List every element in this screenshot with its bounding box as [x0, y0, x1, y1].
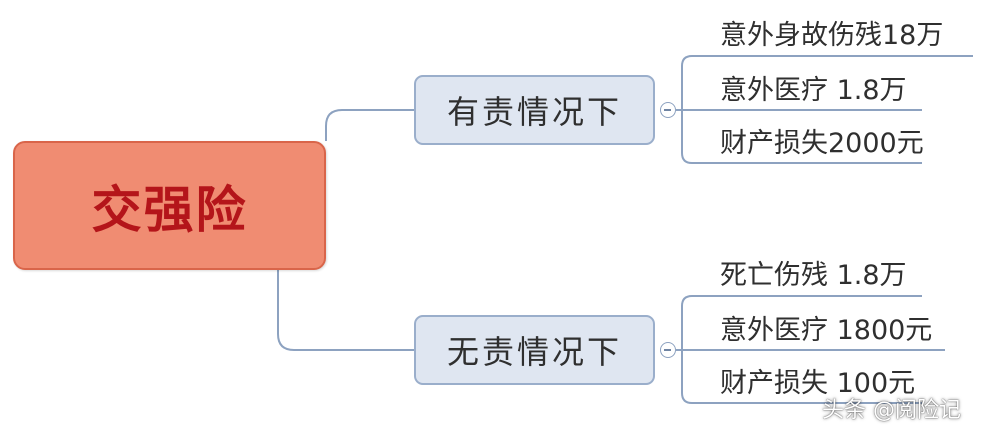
root-node[interactable]: 交强险	[13, 141, 326, 270]
connector-top-leaf-1	[681, 55, 973, 110]
collapse-toggle-at-fault-icon[interactable]	[660, 102, 676, 118]
leaf-not-at-fault-medical[interactable]: 意外医疗 1800元	[720, 315, 933, 346]
leaf-not-at-fault-death-disability[interactable]: 死亡伤残 1.8万	[720, 260, 907, 291]
leaf-not-at-fault-property[interactable]: 财产损失 100元	[720, 368, 916, 399]
connector-root-to-top-branch	[325, 109, 414, 141]
branch-node-not-at-fault[interactable]: 无责情况下	[414, 315, 655, 385]
watermark-text: 头条 @阅险记	[822, 398, 961, 423]
leaf-at-fault-property[interactable]: 财产损失2000元	[720, 128, 924, 159]
leaf-at-fault-death-disability[interactable]: 意外身故伤残18万	[720, 20, 944, 51]
leaf-at-fault-medical[interactable]: 意外医疗 1.8万	[720, 75, 907, 106]
branch-label-at-fault: 有责情况下	[446, 93, 622, 131]
connector-top-leaf-3	[681, 110, 922, 164]
connector-bottom-leaf-3	[681, 350, 922, 404]
branch-node-at-fault[interactable]: 有责情况下	[414, 75, 655, 145]
collapse-toggle-not-at-fault-icon[interactable]	[660, 342, 676, 358]
root-node-label: 交强险	[91, 179, 248, 239]
branch-label-not-at-fault: 无责情况下	[446, 333, 622, 371]
connector-root-to-bottom-branch	[277, 270, 414, 351]
connector-bottom-leaf-1	[681, 295, 922, 350]
